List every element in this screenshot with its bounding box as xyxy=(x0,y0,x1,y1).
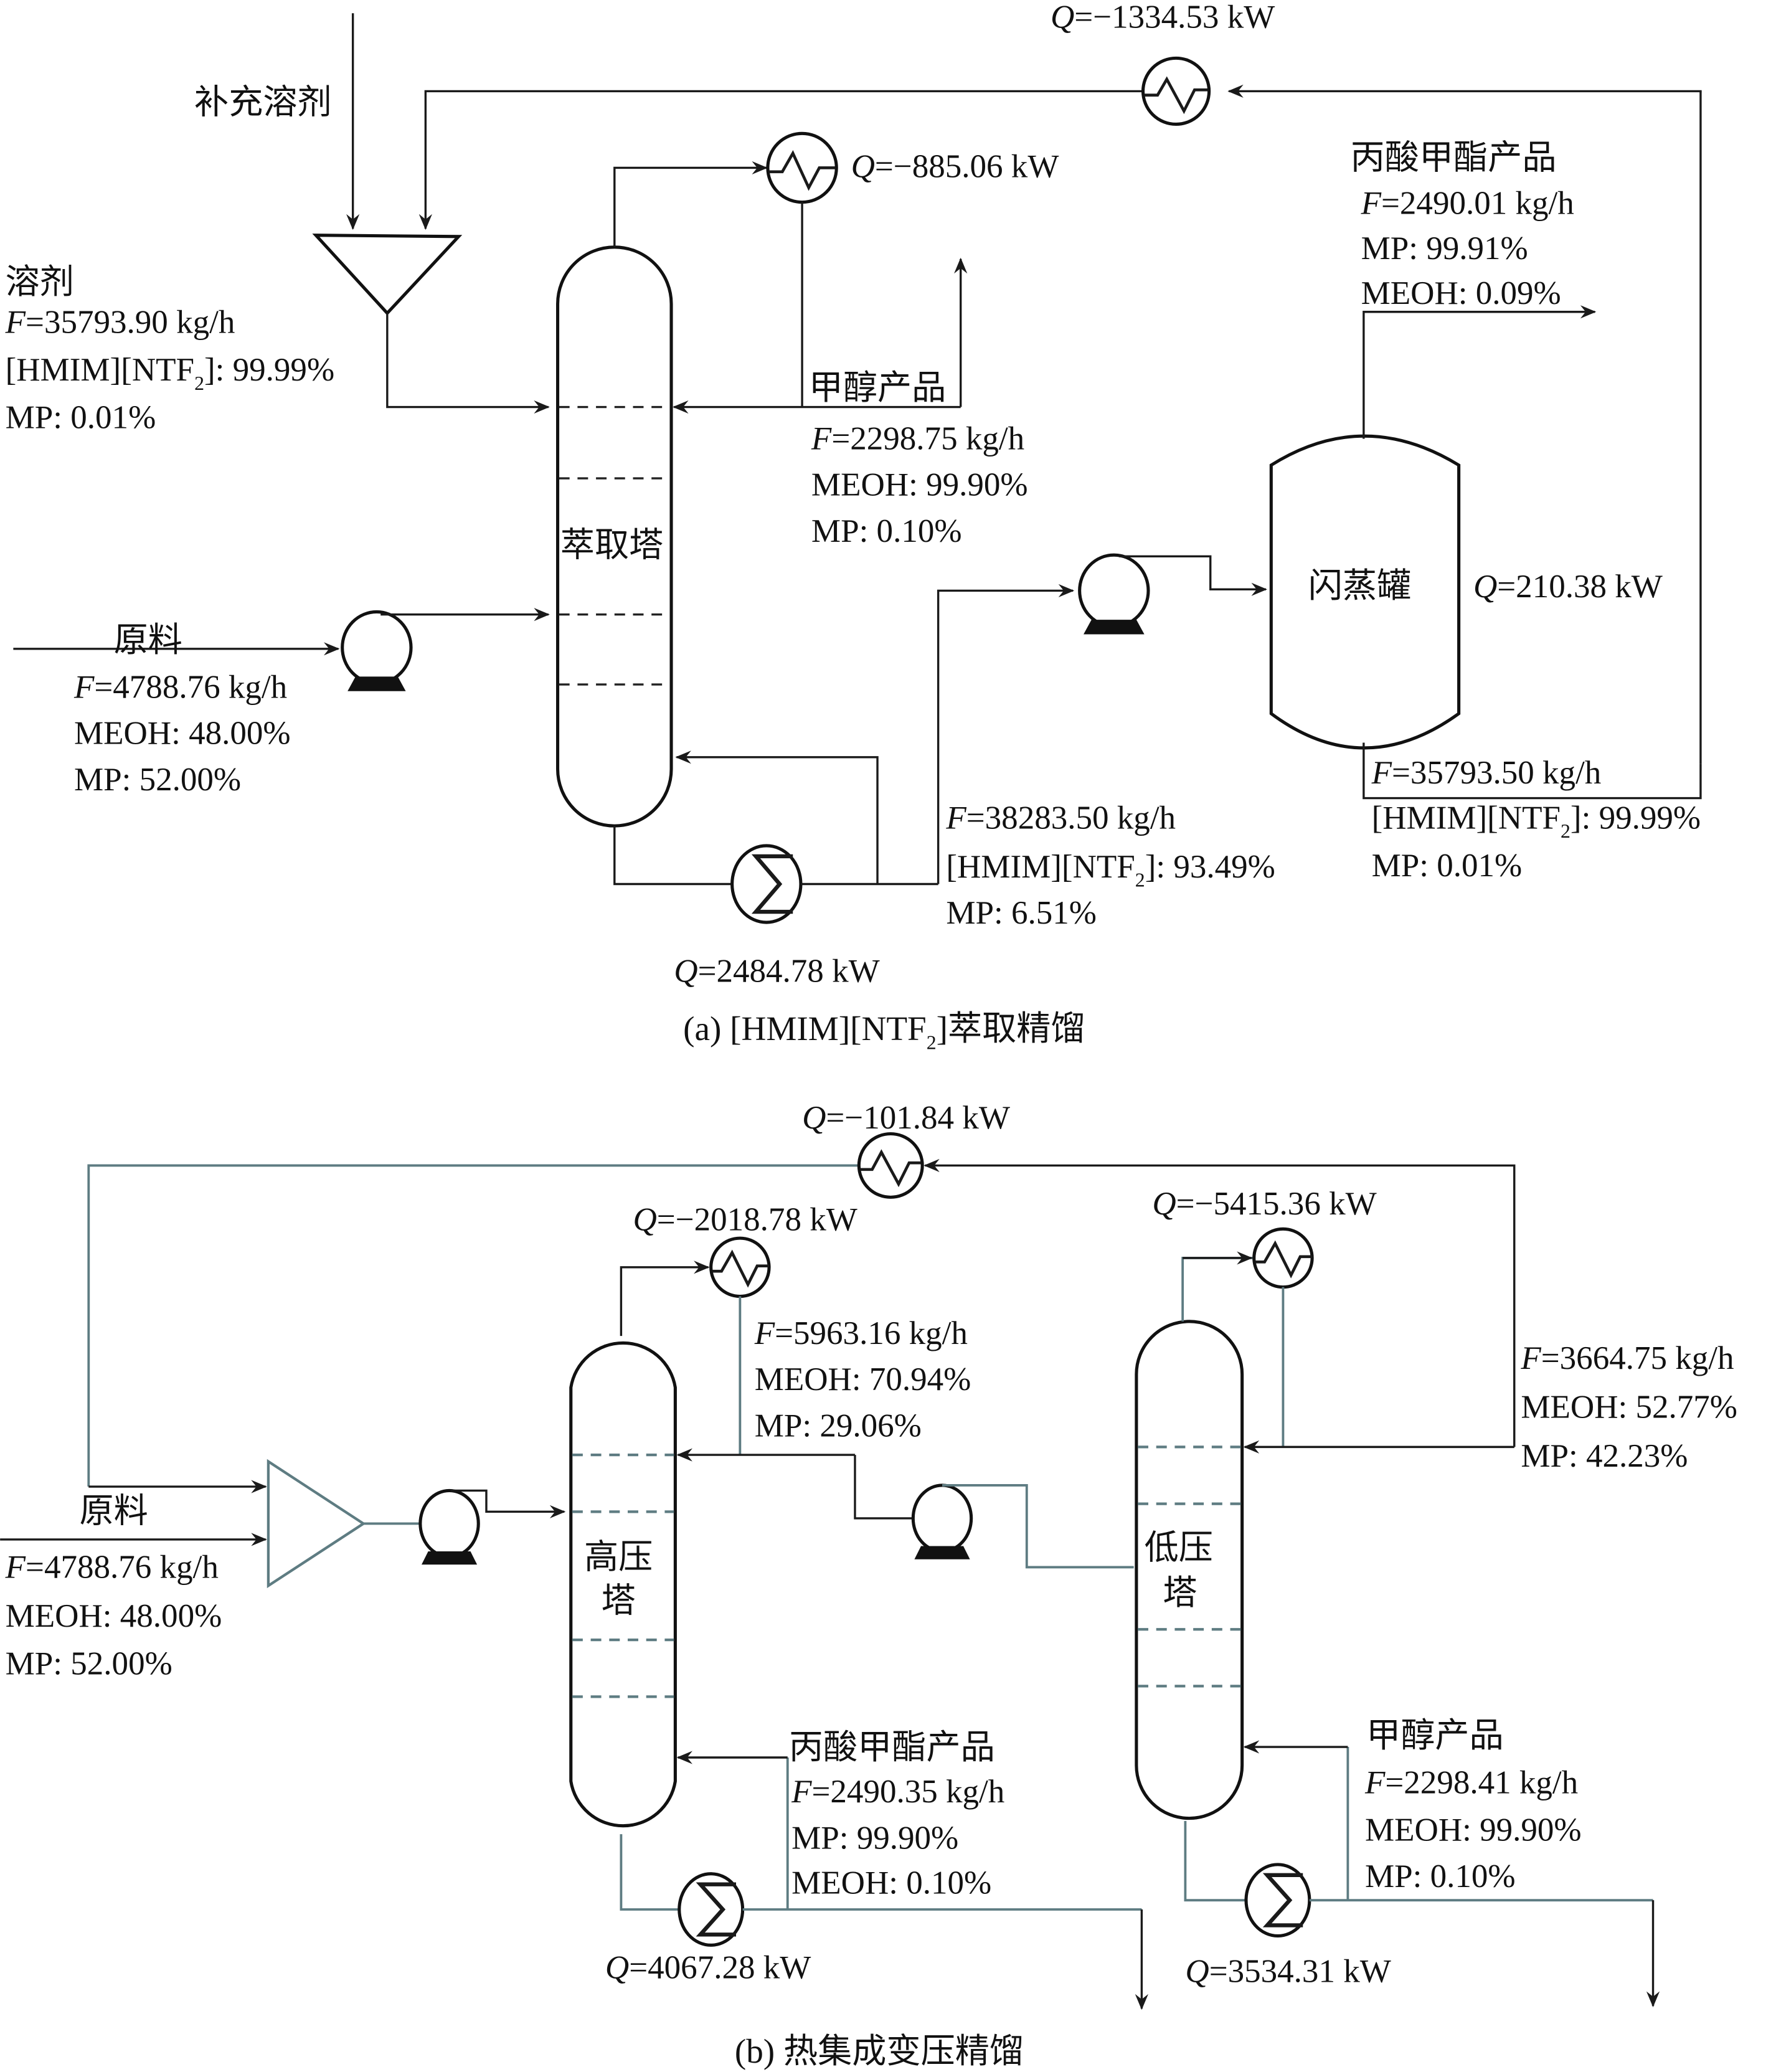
extraction-column-label: 萃取塔 xyxy=(560,526,663,564)
part-a-extractive-distillation: 补充溶剂 Q=−1334.53 kW 溶剂 F=35793.90 kg/h [H… xyxy=(5,0,1702,1054)
makeup-solvent-label: 补充溶剂 xyxy=(194,83,332,121)
hp-condenser-icon xyxy=(709,1236,771,1299)
extraction-column xyxy=(556,245,673,828)
methanol-product-flow: F=2298.75 kg/h xyxy=(811,420,1024,457)
reboiler-icon xyxy=(730,844,803,924)
column-overhead-stream xyxy=(613,161,768,247)
recycle-cooler-duty: Q=−1334.53 kW xyxy=(1051,0,1275,35)
flash-bottoms-il-fraction: [HMIM][NTF2]: 99.99% xyxy=(1372,800,1701,842)
flash-tank xyxy=(1269,434,1461,750)
bottoms-flow: F=38283.50 kg/h xyxy=(945,800,1176,836)
solvent-il-fraction: [HMIM][NTF2]: 99.99% xyxy=(6,352,335,394)
feed-label: 原料 xyxy=(114,621,182,659)
hp-column-label-2: 塔 xyxy=(602,1582,636,1620)
hp-reboiler-icon xyxy=(678,1872,745,1947)
pumped-flash-feed xyxy=(1119,555,1267,596)
solvent-flow: F=35793.90 kg/h xyxy=(5,305,235,341)
methanol-product-b-meoh: MEOH: 99.90% xyxy=(1365,1812,1582,1848)
hp-condenser-duty: Q=−2018.78 kW xyxy=(633,1201,857,1237)
solvent-mixer-icon xyxy=(312,234,463,316)
part-b-pressure-swing-distillation: Q=−101.84 kW 原料 F=4788.76 kg/h MEOH: 48.… xyxy=(0,1100,1737,2070)
bottoms-mp-fraction: MP: 6.51% xyxy=(946,895,1097,931)
bottoms-il-fraction: [HMIM][NTF2]: 93.49% xyxy=(946,849,1275,891)
column-bottoms-stream xyxy=(613,826,734,886)
methanol-product-label: 甲醇产品 xyxy=(809,369,947,407)
mp-product-b-mp: MP: 99.90% xyxy=(791,1820,958,1856)
lp-distillate-mp: MP: 42.23% xyxy=(1521,1438,1688,1474)
reboiler-duty: Q=2484.78 kW xyxy=(674,953,879,990)
feed-mixer-icon xyxy=(267,1459,366,1589)
feed-b-label: 原料 xyxy=(79,1492,148,1530)
hp-reboiler-duty: Q=4067.28 kW xyxy=(605,1949,811,1985)
mp-product-b-meoh: MEOH: 0.10% xyxy=(791,1865,991,1901)
lp-condenser-duty: Q=−5415.36 kW xyxy=(1152,1186,1376,1222)
reboiler-vapor-return xyxy=(675,750,879,884)
hp-column-label-1: 高压 xyxy=(584,1538,653,1576)
mp-product-meoh: MEOH: 0.09% xyxy=(1361,275,1561,311)
recycle-loop-left xyxy=(87,1164,859,1487)
solvent-feed-stream xyxy=(386,313,550,414)
lp-reboiler-duty: Q=3534.31 kW xyxy=(1185,1954,1391,1990)
lp-distillate-flow: F=3664.75 kg/h xyxy=(1520,1340,1734,1376)
mp-product-label: 丙酸甲酯产品 xyxy=(1351,139,1557,177)
recycle-cooler-b-icon xyxy=(857,1132,924,1199)
feed-b-meoh: MEOH: 48.00% xyxy=(6,1598,222,1634)
lp-distillate-meoh: MEOH: 52.77% xyxy=(1521,1389,1737,1426)
feed-pump-icon xyxy=(341,610,413,691)
condenser-icon xyxy=(766,131,838,204)
lp-bottoms-stream xyxy=(1184,1820,1245,1902)
methanol-product-b-label: 甲醇产品 xyxy=(1366,1716,1504,1754)
caption-a: (a) [HMIM][NTF2]萃取精馏 xyxy=(683,1010,1085,1054)
flash-bottoms-flow: F=35793.50 kg/h xyxy=(1371,755,1602,791)
flash-tank-label: 闪蒸罐 xyxy=(1308,567,1411,605)
lp-distillate-recycle xyxy=(923,1158,1516,1447)
flash-duty: Q=210.38 kW xyxy=(1473,569,1663,605)
feed-b-flow: F=4788.76 kg/h xyxy=(5,1549,219,1585)
hp-bottoms-stream xyxy=(620,1834,678,1911)
flash-feed-stream xyxy=(937,584,1075,884)
flash-bottoms-stream xyxy=(1363,742,1702,800)
hp-overhead-stream xyxy=(620,1261,710,1336)
feed-b-mp: MP: 52.00% xyxy=(6,1645,172,1682)
solvent-mp-fraction: MP: 0.01% xyxy=(6,399,156,435)
feed-flow: F=4788.76 kg/h xyxy=(73,669,287,705)
condenser-duty: Q=−885.06 kW xyxy=(851,148,1059,184)
methanol-product-meoh: MEOH: 99.90% xyxy=(811,467,1028,503)
mp-product-mp: MP: 99.91% xyxy=(1361,230,1528,267)
solvent-label: 溶剂 xyxy=(6,263,74,301)
lp-column-label-1: 低压 xyxy=(1145,1529,1213,1567)
solvent-recycle-stream xyxy=(1227,84,1702,98)
hp-feed-stream xyxy=(450,1489,566,1518)
methanol-product-b-mp: MP: 0.10% xyxy=(1365,1858,1516,1895)
hp-column xyxy=(569,1341,677,1828)
feed-meoh: MEOH: 48.00% xyxy=(74,716,291,752)
flash-bottoms-mp-fraction: MP: 0.01% xyxy=(1372,848,1523,884)
hp-distillate-meoh: MEOH: 70.94% xyxy=(755,1361,971,1398)
hp-distillate-stream xyxy=(854,1455,912,1520)
hp-feed-pump-icon xyxy=(418,1488,480,1565)
recycle-cooler-b-duty: Q=−101.84 kW xyxy=(802,1100,1010,1136)
lp-feed-stream xyxy=(942,1484,1134,1569)
recycle-to-mixer xyxy=(418,90,1142,230)
mp-product-stream xyxy=(1363,305,1597,439)
caption-b: (b) 热集成变压精馏 xyxy=(735,2032,1024,2070)
mp-product-flow: F=2490.01 kg/h xyxy=(1361,186,1574,222)
flash-pump-icon xyxy=(1078,553,1150,635)
lp-condenser-icon xyxy=(1252,1227,1314,1289)
hp-distillate-flow: F=5963.16 kg/h xyxy=(754,1315,968,1351)
lp-feed-pump-icon xyxy=(911,1483,973,1559)
lp-column-label-2: 塔 xyxy=(1163,1574,1197,1612)
hp-distillate-mp: MP: 29.06% xyxy=(755,1407,922,1444)
feed-mp: MP: 52.00% xyxy=(74,762,241,798)
methanol-product-b-flow: F=2298.41 kg/h xyxy=(1364,1764,1578,1800)
recycle-cooler-icon xyxy=(1141,56,1211,126)
lp-column xyxy=(1135,1320,1244,1820)
mp-product-b-label: 丙酸甲酯产品 xyxy=(789,1728,995,1766)
lp-overhead-stream xyxy=(1181,1257,1255,1322)
lp-reboiler-icon xyxy=(1244,1863,1311,1937)
mp-product-b-flow: F=2490.35 kg/h xyxy=(791,1774,1004,1810)
methanol-product-mp: MP: 0.10% xyxy=(811,513,962,549)
